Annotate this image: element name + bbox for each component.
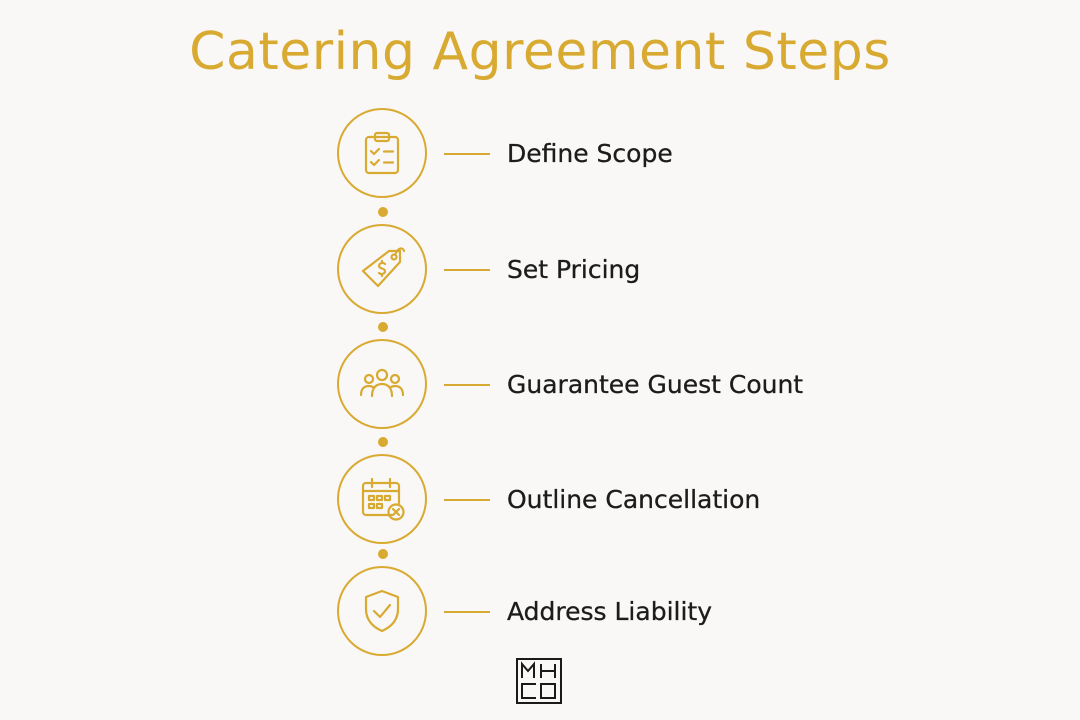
timeline-dot: [378, 437, 388, 447]
step-icon-circle: [337, 224, 427, 314]
timeline-dot: [378, 207, 388, 217]
step-label: Address Liability: [507, 597, 713, 626]
step-set-pricing: Set Pricing: [337, 224, 937, 318]
step-label: Set Pricing: [507, 255, 641, 284]
mhco-logo-icon: [516, 658, 562, 704]
timeline-dot: [378, 322, 388, 332]
step-address-liability: Address Liability: [337, 566, 937, 660]
step-connector-line: [444, 499, 490, 501]
step-icon-circle: [337, 566, 427, 656]
step-icon-circle: [337, 108, 427, 198]
timeline-dot: [378, 549, 388, 559]
dollar-price-tag-icon: [361, 247, 406, 288]
step-label: Guarantee Guest Count: [507, 370, 804, 399]
people-group-icon: [359, 368, 405, 398]
step-icon-circle: [337, 339, 427, 429]
step-connector-line: [444, 384, 490, 386]
page-title: Catering Agreement Steps: [189, 22, 891, 82]
step-connector-line: [444, 269, 490, 271]
step-define-scope: Define Scope: [337, 108, 937, 202]
step-icon-circle: [337, 454, 427, 544]
step-outline-cancellation: Outline Cancellation: [337, 454, 937, 548]
shield-check-icon: [364, 589, 400, 633]
step-guarantee-guest-count: Guarantee Guest Count: [337, 339, 937, 433]
step-label: Outline Cancellation: [507, 485, 761, 514]
clipboard-checklist-icon: [364, 131, 400, 175]
step-connector-line: [444, 153, 490, 155]
calendar-cancel-icon: [361, 477, 405, 521]
step-connector-line: [444, 611, 490, 613]
step-label: Define Scope: [507, 139, 673, 168]
